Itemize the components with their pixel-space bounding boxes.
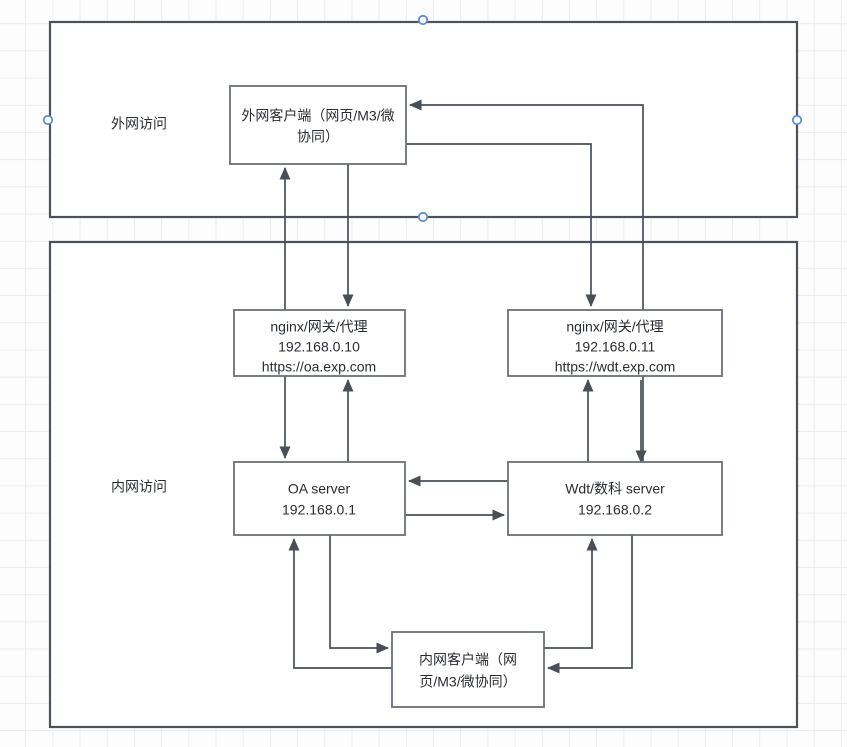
node-nginx-oa-line-3: https://oa.exp.com <box>262 359 376 375</box>
node-wdt-server[interactable]: Wdt/数科 server 192.168.0.2 <box>507 461 723 536</box>
node-nginx-wdt-line-1: nginx/网关/代理 <box>566 319 663 335</box>
node-nginx-oa[interactable]: nginx/网关/代理 192.168.0.10 https://oa.exp.… <box>233 309 406 377</box>
edge-internal-client-to-wdt-server[interactable] <box>544 537 598 649</box>
node-internal-client[interactable]: 内网客户端（网 页/M3/微协同） <box>391 631 545 708</box>
node-nginx-oa-line-1: nginx/网关/代理 <box>270 319 367 335</box>
node-external-client[interactable]: 外网客户端（网页/M3/微 协同） <box>229 85 407 165</box>
selection-handles[interactable] <box>42 14 803 223</box>
node-external-client-rect[interactable] <box>229 85 407 165</box>
node-nginx-oa-rect[interactable] <box>233 309 406 377</box>
zone-external[interactable]: 外网访问 <box>48 20 799 219</box>
node-oa-server-line-1: OA server <box>288 481 351 497</box>
node-nginx-wdt-line-2: 192.168.0.11 <box>575 339 656 355</box>
edge-wdt-server-to-internal-client[interactable] <box>546 535 633 674</box>
node-oa-server-line-2: 192.168.0.1 <box>282 502 356 518</box>
node-internal-client-rect[interactable] <box>391 631 545 708</box>
node-oa-server[interactable]: OA server 192.168.0.1 <box>233 461 406 536</box>
edge-oa-server-to-internal-client[interactable] <box>329 535 390 654</box>
edge-external-client-to-nginx-wdt[interactable] <box>406 143 597 308</box>
node-nginx-wdt-rect[interactable] <box>507 309 723 377</box>
node-wdt-server-line-2: 192.168.0.2 <box>578 502 652 518</box>
selection-handle-left[interactable] <box>42 114 54 126</box>
node-nginx-wdt[interactable]: nginx/网关/代理 192.168.0.11 https://wdt.exp… <box>507 309 723 377</box>
selection-handle-bottom[interactable] <box>417 211 429 223</box>
node-wdt-server-rect[interactable] <box>507 461 723 536</box>
node-internal-client-line-2: 页/M3/微协同） <box>419 674 516 690</box>
node-nginx-wdt-line-3: https://wdt.exp.com <box>555 359 676 375</box>
node-external-client-line-1: 外网客户端（网页/M3/微 <box>241 108 394 124</box>
selection-handle-top[interactable] <box>417 14 429 26</box>
node-external-client-line-2: 协同） <box>297 129 339 145</box>
node-wdt-server-line-1: Wdt/数科 server <box>565 481 665 497</box>
node-internal-client-line-1: 内网客户端（网 <box>419 652 517 668</box>
selection-handle-right[interactable] <box>791 114 803 126</box>
node-oa-server-rect[interactable] <box>233 461 406 536</box>
zone-external-label: 外网访问 <box>111 116 167 132</box>
zone-internal-label: 内网访问 <box>111 479 167 495</box>
edge-internal-client-to-oa-server[interactable] <box>288 537 392 669</box>
node-nginx-oa-line-2: 192.168.0.10 <box>278 339 360 355</box>
zone-external-rect[interactable] <box>48 20 799 219</box>
